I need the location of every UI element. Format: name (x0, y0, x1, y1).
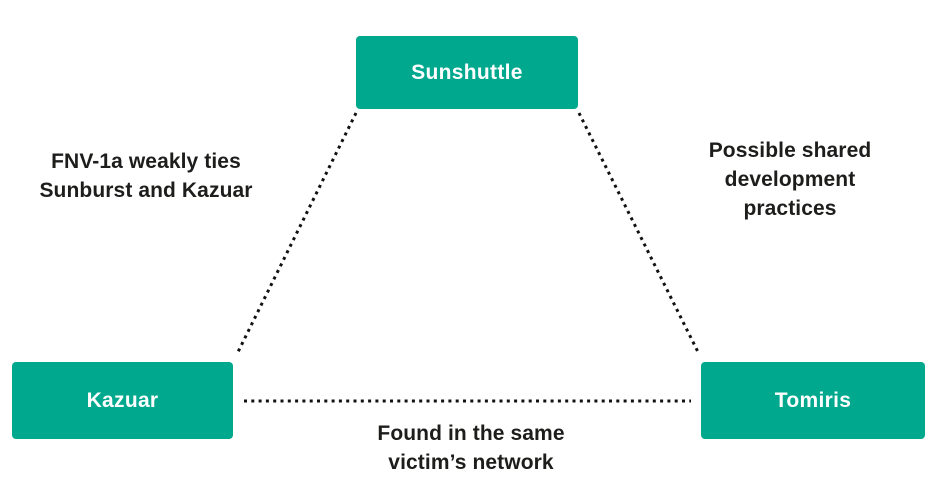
edge-label-kazuar-tomiris: Found in the same victim’s network (351, 419, 591, 477)
edge-label-line: Found in the same (377, 422, 565, 445)
edge-label-line: Possible shared (708, 139, 872, 162)
edge-sunshuttle-tomiris (577, 112, 701, 355)
node-kazuar: Kazuar (12, 362, 233, 439)
node-sunshuttle: Sunshuttle (356, 36, 578, 109)
edge-label-line: victim’s network (388, 451, 554, 474)
edge-label-line: development (724, 168, 856, 191)
edge-label-line: Sunburst and Kazuar (39, 179, 253, 202)
edge-label-sunshuttle-tomiris: Possible shared development practices (670, 136, 910, 223)
edge-label-sunshuttle-kazuar: FNV-1a weakly ties Sunburst and Kazuar (26, 147, 266, 205)
edge-label-line: practices (743, 197, 837, 220)
edge-label-line: FNV-1a weakly ties (51, 150, 241, 173)
node-tomiris-label: Tomiris (774, 388, 852, 412)
node-sunshuttle-label: Sunshuttle (411, 60, 523, 84)
node-tomiris: Tomiris (701, 362, 925, 439)
node-kazuar-label: Kazuar (86, 388, 159, 412)
edge-sunshuttle-kazuar (235, 112, 358, 355)
